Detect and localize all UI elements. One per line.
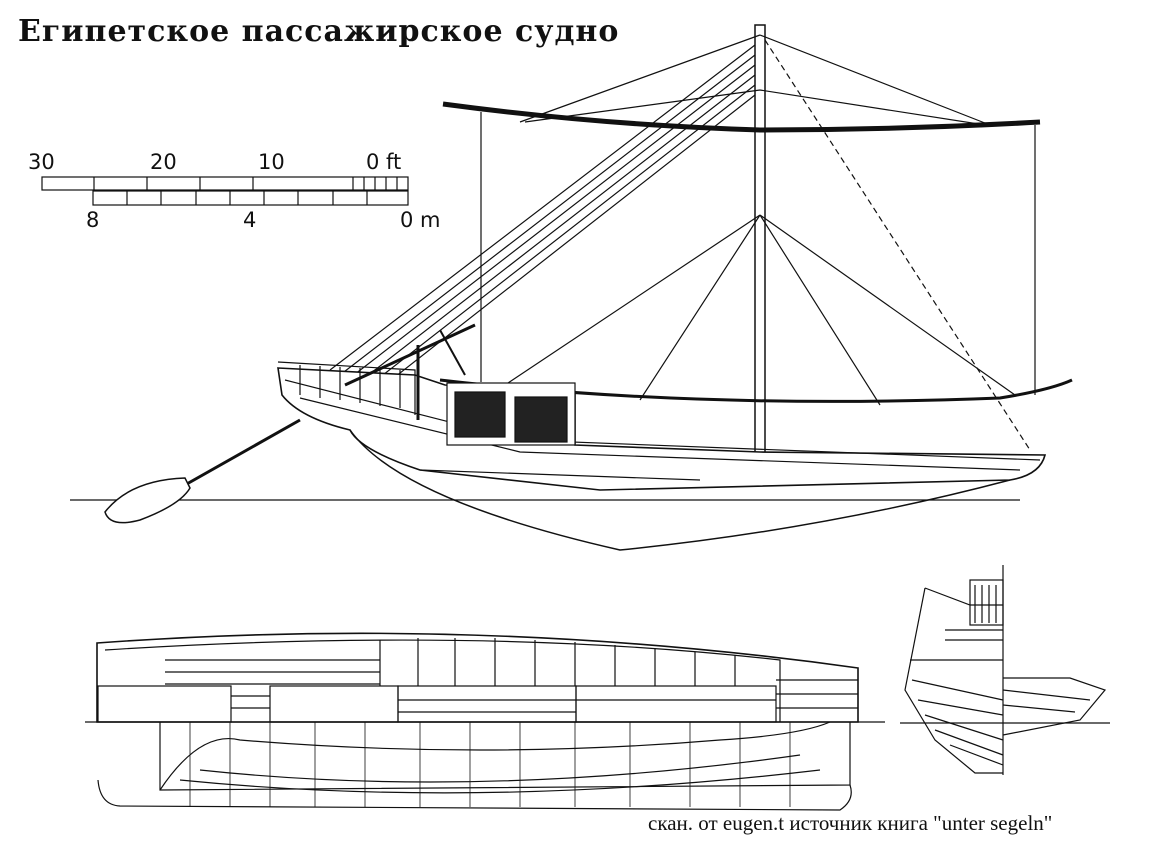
steering-oar <box>184 418 301 487</box>
cabin-lattice-right <box>514 396 568 443</box>
section-view <box>900 565 1110 775</box>
scale-m-0: 0 m <box>400 208 441 232</box>
source-caption: скан. от eugen.t источник книга "unter s… <box>648 811 1053 835</box>
scale-m-8: 8 <box>86 208 100 232</box>
scale-ft-30: 30 <box>28 150 55 174</box>
scale-ft-0: 0 ft <box>366 150 402 174</box>
page-title: Египетское пассажирское судно <box>18 14 620 49</box>
plan-view <box>85 632 885 811</box>
keel <box>349 429 1011 551</box>
scale-m-4: 4 <box>243 208 257 232</box>
scale-ft-20: 20 <box>150 150 177 174</box>
scale-bar <box>41 176 409 206</box>
scale-ft-10: 10 <box>258 150 285 174</box>
side-elevation <box>70 24 1073 551</box>
cabin-lattice-left <box>454 391 506 438</box>
hull <box>277 367 1047 491</box>
